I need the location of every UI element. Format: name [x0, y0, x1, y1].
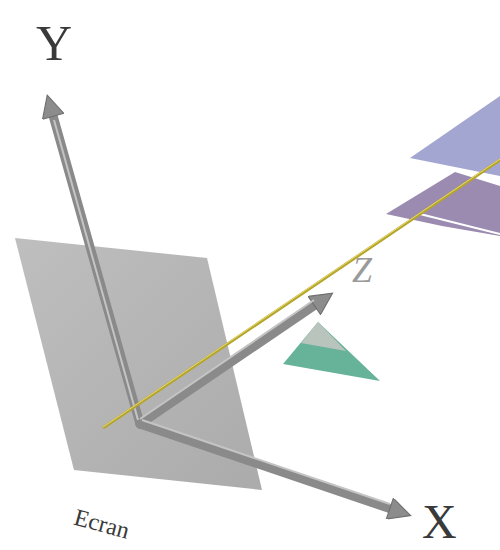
- far-triangle: [410, 96, 500, 176]
- z-axis: [140, 303, 318, 424]
- y-axis: [52, 112, 140, 424]
- x-axis: [140, 424, 394, 510]
- axis-label: Y: [36, 18, 72, 68]
- axis-group: [52, 112, 394, 510]
- axis-label: X: [422, 498, 457, 546]
- z-axis-highlight: [140, 300, 314, 419]
- sight-line: [103, 160, 500, 428]
- near-triangle-top: [301, 322, 346, 351]
- sight-line-highlight: [103, 159, 500, 427]
- edge-line: [420, 214, 500, 234]
- axis-label: Z: [352, 252, 372, 288]
- near-triangle: [283, 322, 380, 381]
- x-axis-highlight: [142, 420, 390, 504]
- y-axis-highlight: [54, 120, 138, 420]
- screen-label: Ecran: [72, 505, 132, 543]
